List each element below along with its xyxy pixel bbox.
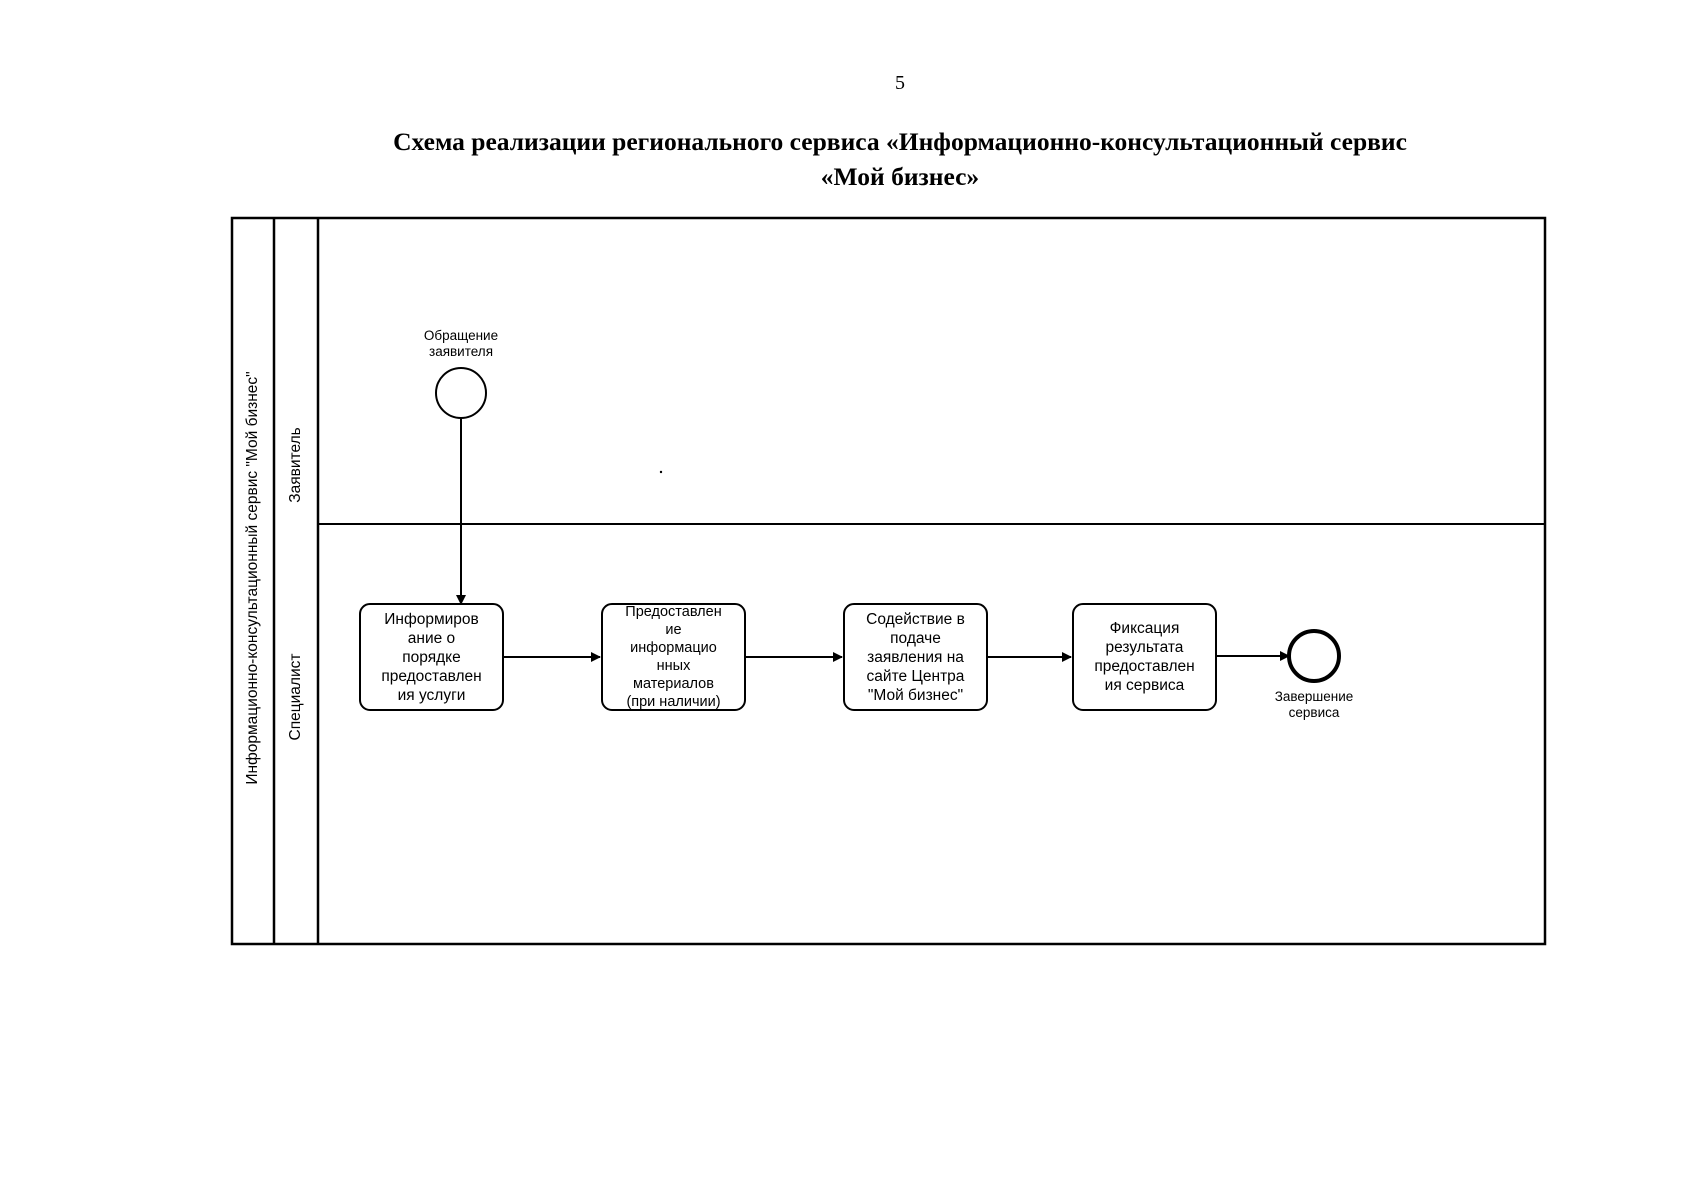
lane-label-applicant: Заявитель [287, 427, 304, 503]
start-event-circle [435, 367, 487, 419]
page-title: Схема реализации регионального сервиса «… [250, 124, 1550, 194]
page-number: 5 [895, 72, 905, 94]
task-3-label: Содействие в подаче заявления на сайте Ц… [866, 610, 965, 704]
pool-label: Информационно-консультационный сервис "М… [244, 371, 261, 785]
task-1-label: Информиров ание о порядке предоставлен и… [381, 610, 482, 704]
title-line-1: Схема реализации регионального сервиса «… [393, 127, 1407, 156]
title-line-2: «Мой бизнес» [820, 162, 980, 191]
scan-dot [659, 470, 663, 474]
lane-label-specialist: Специалист [287, 653, 304, 741]
start-event-label: Обращение заявителя [423, 328, 499, 359]
end-event-circle [1287, 629, 1341, 683]
end-event-label: Завершение сервиса [1274, 689, 1354, 720]
pool-frame [230, 216, 1547, 946]
task-2-label: Предоставлен ие информацио нных материал… [625, 604, 722, 710]
task-4-label: Фиксация результата предоставлен ия серв… [1094, 620, 1195, 694]
